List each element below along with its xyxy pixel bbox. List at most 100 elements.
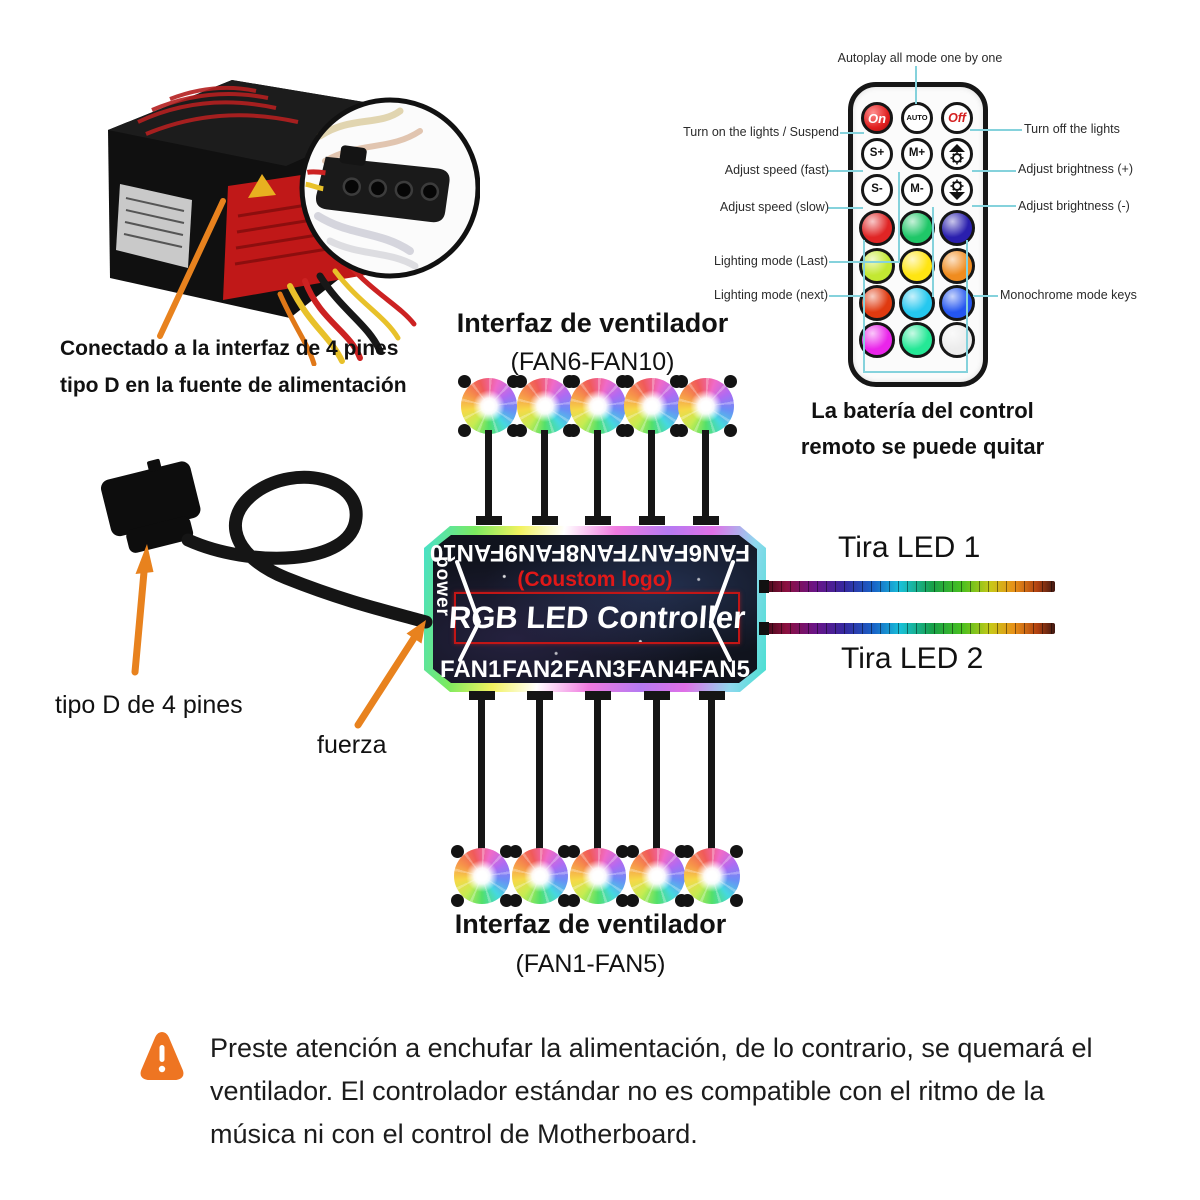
fan-plug bbox=[585, 691, 611, 700]
fan-2 bbox=[509, 845, 571, 907]
remote-color-magenta bbox=[859, 322, 895, 358]
fan-plug bbox=[639, 516, 665, 525]
fan-post bbox=[458, 375, 471, 388]
remote-label-mode-next: Lighting mode (next) bbox=[714, 288, 828, 302]
fan-top-range: (FAN6-FAN10) bbox=[510, 348, 675, 376]
fan-blades bbox=[454, 848, 510, 904]
callout-box-bottom bbox=[863, 371, 968, 373]
fan-1 bbox=[451, 845, 513, 907]
callout-mode-next-h bbox=[829, 295, 863, 297]
controller-title-box: RGB LED Controller bbox=[454, 592, 740, 644]
remote-brightness-up-button bbox=[941, 138, 973, 170]
port-label-fan2: FAN2 bbox=[502, 656, 564, 683]
remote-auto-button: AUTO bbox=[901, 102, 933, 134]
psu-photo bbox=[108, 80, 480, 366]
fan-cable bbox=[702, 430, 709, 518]
remote-color-springgreen bbox=[899, 322, 935, 358]
fan-plug bbox=[644, 691, 670, 700]
callout-autoplay bbox=[915, 66, 917, 104]
arrow-to-connector bbox=[131, 544, 154, 676]
led-strip-1 bbox=[759, 580, 1055, 593]
fan-7 bbox=[514, 375, 576, 437]
fan-top-title: Interfaz de ventilador bbox=[456, 308, 729, 338]
fan-bottom-range: (FAN1-FAN5) bbox=[515, 950, 666, 978]
remote-mode-plus-button: M+ bbox=[901, 138, 933, 170]
remote-color-green bbox=[899, 210, 935, 246]
power-input-label: fuerza bbox=[317, 731, 387, 759]
fan-blades bbox=[629, 848, 685, 904]
rgb-led-controller: FAN6 FAN7 FAN8 FAN9 FAN10 (Coustom logo)… bbox=[424, 526, 766, 692]
remote-mode-minus-button: M- bbox=[901, 174, 933, 206]
callout-turn-off bbox=[970, 129, 1022, 131]
molex-connector-closeup bbox=[305, 145, 450, 223]
fan-plug bbox=[532, 516, 558, 525]
callout-box-right bbox=[966, 240, 968, 373]
fan-blades bbox=[512, 848, 568, 904]
controller-ports-bottom: FAN1 FAN2 FAN3 FAN4 FAN5 bbox=[440, 656, 750, 684]
fan-9 bbox=[621, 375, 683, 437]
fan-plug bbox=[469, 691, 495, 700]
callout-monochrome bbox=[973, 295, 998, 297]
fan-cable bbox=[541, 430, 548, 518]
remote-color-vermilion bbox=[859, 285, 895, 321]
fan-cable bbox=[594, 699, 601, 849]
remote-label-mode-last: Lighting mode (Last) bbox=[714, 254, 828, 268]
remote-label-autoplay: Autoplay all mode one by one bbox=[837, 51, 1003, 65]
remote-label-turn-on: Turn on the lights / Suspend bbox=[683, 125, 839, 139]
controller-face bbox=[433, 535, 757, 683]
fan-bottom-title: Interfaz de ventilador bbox=[454, 909, 727, 939]
fan-cable bbox=[594, 430, 601, 518]
fan-8 bbox=[567, 375, 629, 437]
remote-label-speed-slow: Adjust speed (slow) bbox=[719, 200, 829, 214]
fan-plug bbox=[527, 691, 553, 700]
remote-on-button: On bbox=[861, 102, 893, 134]
psu-caption-line2: tipo D en la fuente de alimentación bbox=[60, 374, 407, 397]
led-strip-2 bbox=[759, 622, 1055, 635]
psu-spec-label bbox=[116, 184, 192, 268]
fan-cable bbox=[648, 430, 655, 518]
fan-blades bbox=[684, 848, 740, 904]
magnifier-lens bbox=[299, 97, 480, 279]
battery-note-line1: La batería del control bbox=[811, 398, 1034, 423]
psu-top-face bbox=[108, 80, 412, 166]
fan-cable bbox=[708, 699, 715, 849]
remote-label-turn-off: Turn off the lights bbox=[1024, 122, 1120, 136]
fan-blades bbox=[570, 378, 626, 434]
arrow-to-power-input bbox=[354, 620, 426, 729]
callout-speed-slow bbox=[828, 207, 863, 209]
fan-cable bbox=[478, 699, 485, 849]
fan-10 bbox=[675, 375, 737, 437]
fan-cable bbox=[536, 699, 543, 849]
custom-logo-text: (Coustom logo) bbox=[517, 568, 673, 591]
warning-icon bbox=[140, 1032, 184, 1080]
lens-ring bbox=[299, 97, 480, 279]
fan-blades bbox=[624, 378, 680, 434]
remote-color-navy bbox=[939, 210, 975, 246]
fan-plug bbox=[699, 691, 725, 700]
fan-3 bbox=[567, 845, 629, 907]
fan-4 bbox=[626, 845, 688, 907]
warning-line3: música ni con el control de Motherboard. bbox=[210, 1119, 698, 1149]
fan-cable bbox=[653, 699, 660, 849]
psu-wires bbox=[277, 261, 417, 366]
remote-speed-plus-button: S+ bbox=[861, 138, 893, 170]
callout-brightness-plus bbox=[972, 170, 1016, 172]
remote-color-yellow bbox=[899, 248, 935, 284]
fan-blades bbox=[678, 378, 734, 434]
warning-line1: Preste atención a enchufar la alimentaci… bbox=[210, 1033, 1093, 1063]
lens-faded-wires bbox=[314, 107, 423, 270]
fan-plug bbox=[476, 516, 502, 525]
remote-brightness-down-button bbox=[941, 174, 973, 206]
fan-plug bbox=[585, 516, 611, 525]
port-label-fan4: FAN4 bbox=[626, 656, 688, 683]
power-port-label: power bbox=[432, 556, 453, 617]
brightness-down-icon bbox=[949, 179, 965, 200]
psu-caption-line1: Conectado a la interfaz de 4 pines bbox=[60, 337, 399, 360]
power-cable bbox=[181, 470, 433, 629]
remote-label-monochrome: Monochrome mode keys bbox=[1000, 288, 1137, 302]
remote-color-blue bbox=[939, 285, 975, 321]
psu-fan-grille bbox=[137, 85, 299, 136]
fan-plug bbox=[693, 516, 719, 525]
callout-box-left bbox=[863, 240, 865, 373]
